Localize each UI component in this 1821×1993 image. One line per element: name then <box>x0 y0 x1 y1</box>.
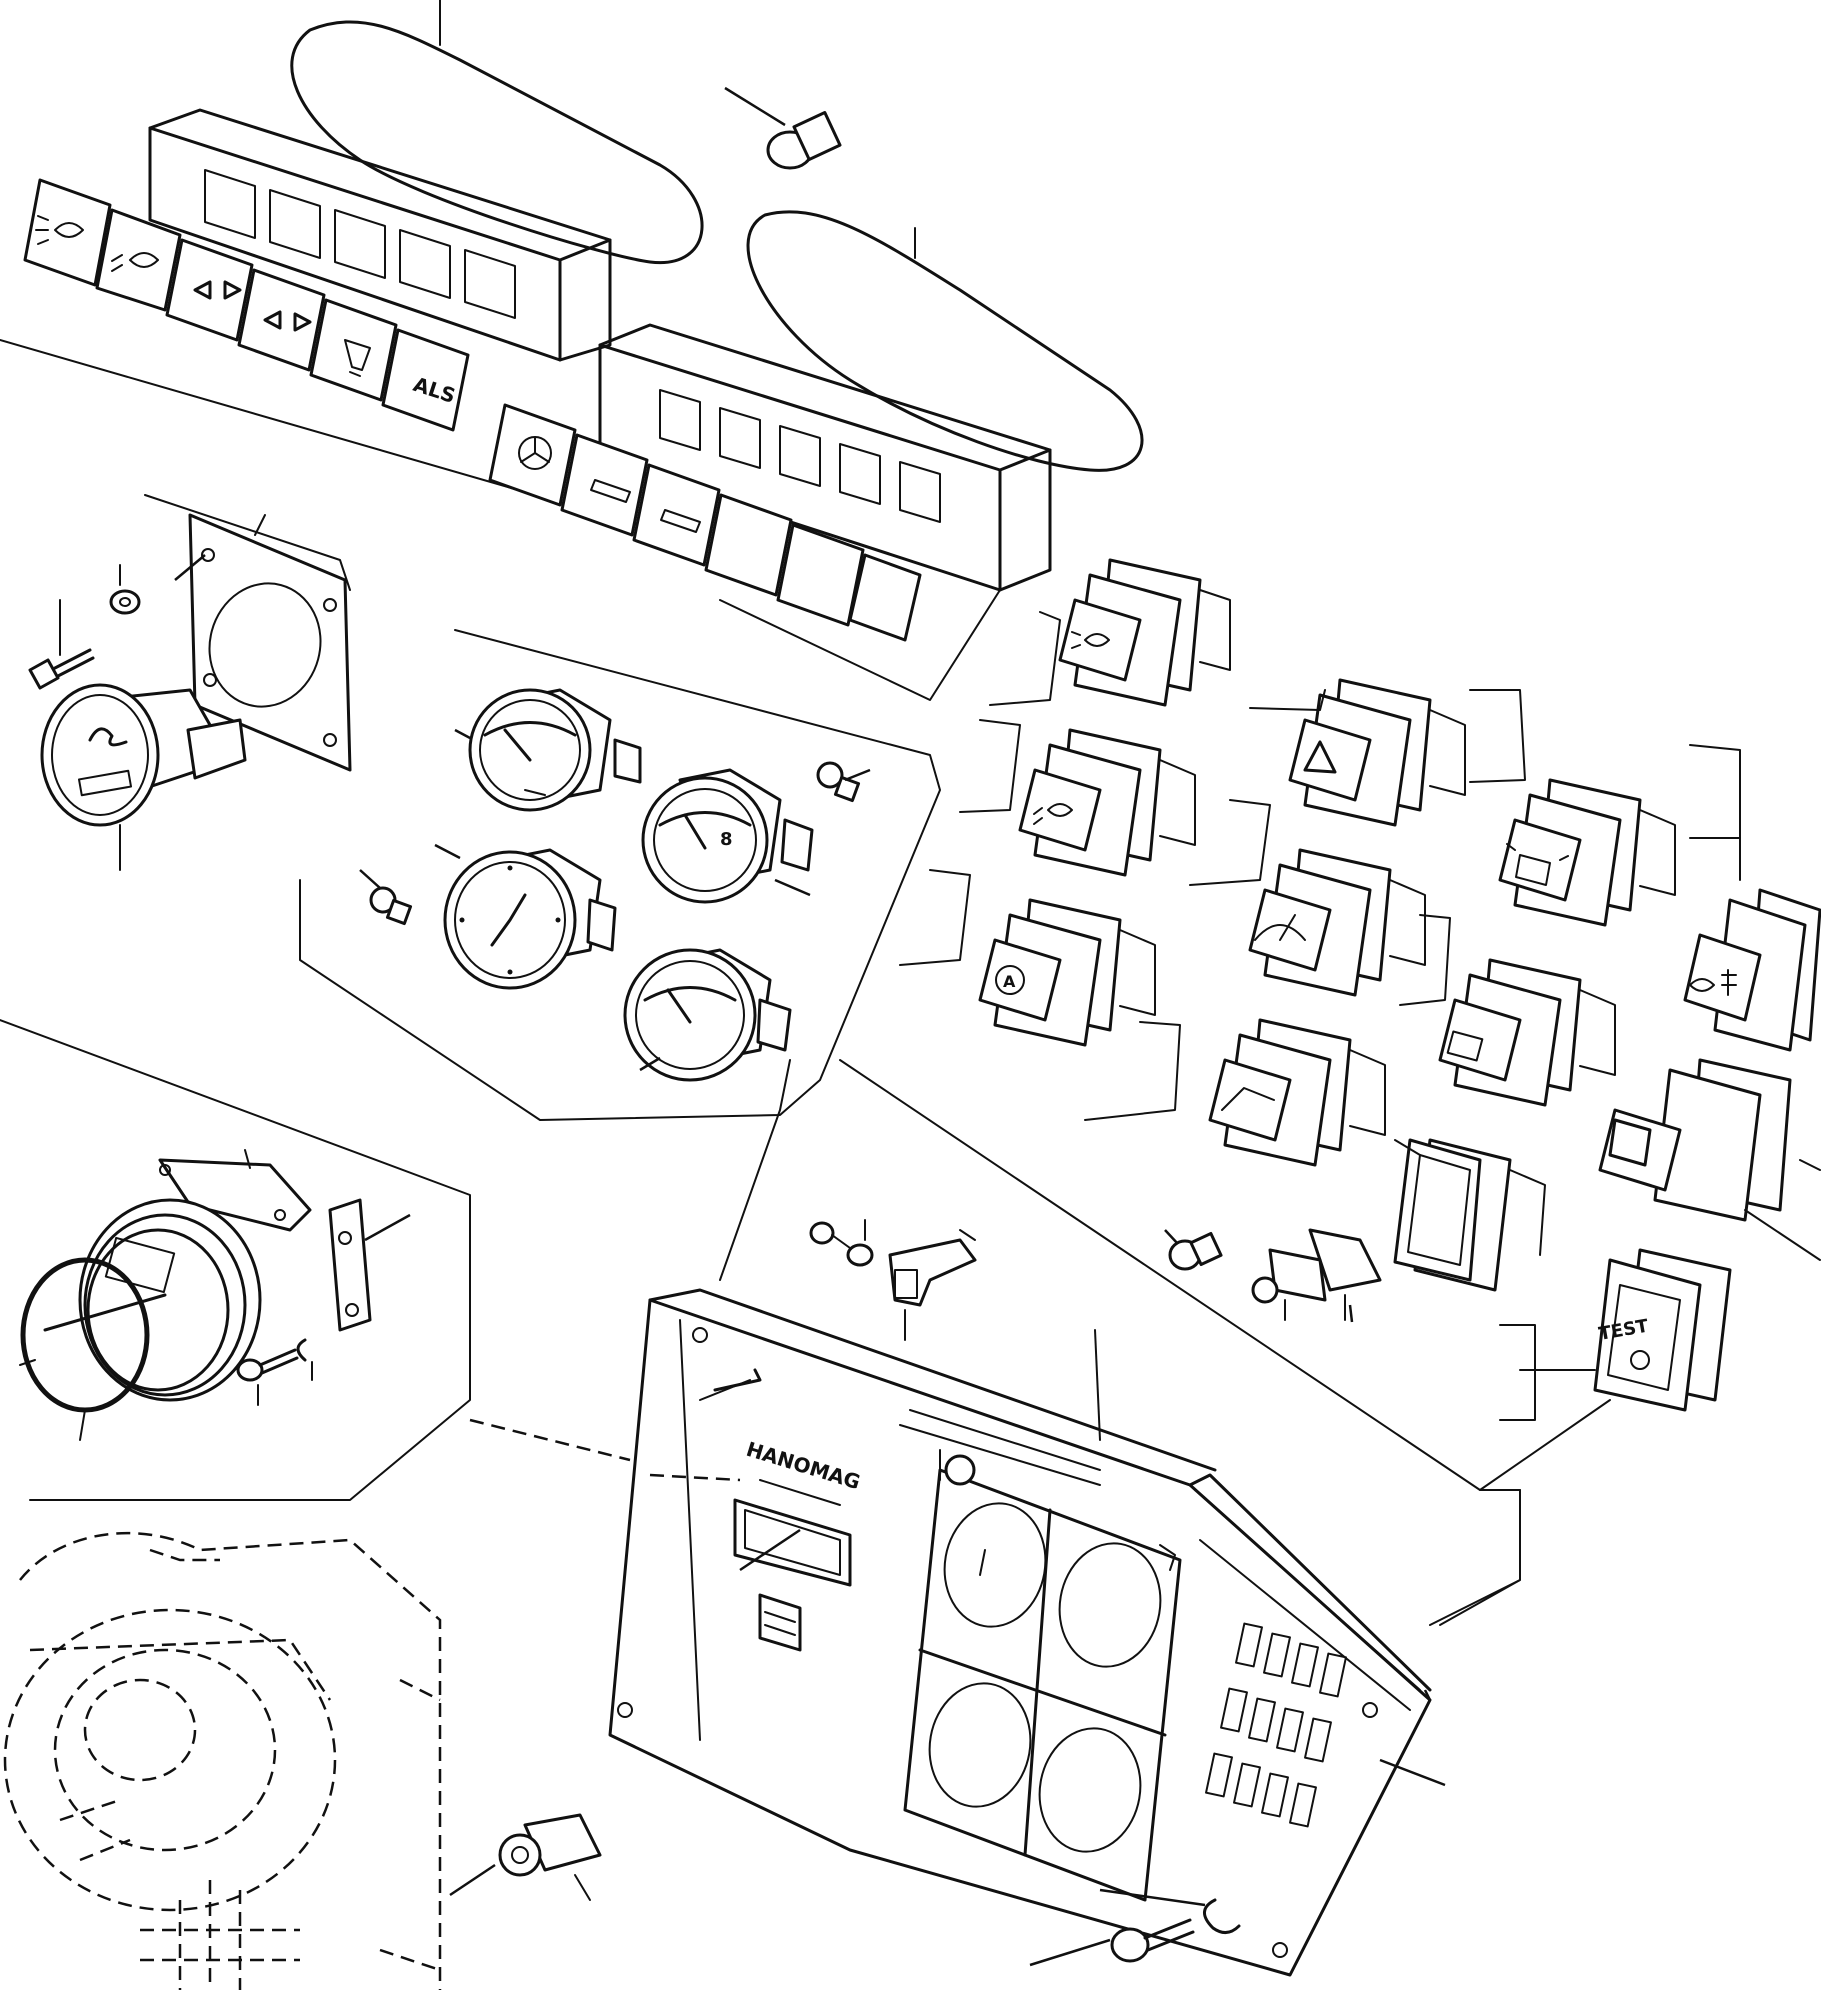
screw-small <box>236 1348 299 1406</box>
rocker-switch <box>1469 689 1676 927</box>
rocker-switch <box>1683 744 1821 1052</box>
tachometer-assembly <box>0 1019 471 1501</box>
mounting-bracket-small <box>328 1198 411 1332</box>
fuel-gauge: 8 <box>641 761 871 904</box>
bulb-small <box>816 761 871 803</box>
fuel-mark: 8 <box>720 829 733 850</box>
push-button-switch <box>1251 1228 1382 1323</box>
upper-left-switch-housing: ALS <box>0 108 761 561</box>
warning-light-window <box>758 1593 802 1652</box>
oval-gasket-right <box>746 210 1144 472</box>
lever-icon <box>590 479 631 503</box>
blank-switch <box>1393 1138 1546 1292</box>
switch-bank-cutouts <box>1194 1489 1421 1828</box>
mounting-flange-plate <box>144 494 352 772</box>
rocker-switch <box>959 719 1196 877</box>
rocker-switch-row-right <box>488 403 922 642</box>
leader-line-hour-meter <box>649 1473 741 1482</box>
lock-washer-bottom <box>1099 1888 1241 1934</box>
lamp-holder <box>809 1219 977 1341</box>
transmission-housing-dashed <box>3 1531 442 1990</box>
wiper-icon <box>1254 914 1306 941</box>
beacon-icon <box>344 339 371 377</box>
test-switch: TEST <box>1499 1248 1732 1421</box>
lever-icon <box>660 509 701 533</box>
hour-meter-gauge <box>40 683 247 871</box>
rocker-switch: A <box>899 869 1156 1047</box>
main-dashboard-panel: HANOMAG <box>608 1288 1521 1977</box>
rocker-switch <box>1399 914 1616 1107</box>
rocker-switch <box>1249 678 1466 827</box>
leader-line-tachometer <box>469 1418 631 1462</box>
steering-wheel-icon <box>518 436 552 470</box>
seat-icon <box>1221 1087 1275 1111</box>
hazard-triangle-icon <box>1303 740 1337 774</box>
bolt-small <box>28 599 95 690</box>
bulb-top <box>724 86 842 170</box>
oval-gasket-upper <box>290 20 704 265</box>
screw-bottom <box>1029 1918 1195 1967</box>
rocker-switch-row-upper: ALS <box>23 178 470 432</box>
work-light-icon <box>111 252 159 272</box>
warning-lamp-icon <box>1446 1030 1484 1062</box>
differential-lock-icon: A <box>995 965 1025 995</box>
pressure-gauge <box>623 948 792 1082</box>
svg-text:A: A <box>1003 972 1016 991</box>
bulb-small <box>359 869 413 926</box>
washer-small <box>109 564 141 615</box>
turn-signal-icon <box>193 280 242 300</box>
rocker-switch <box>989 558 1231 707</box>
work-light-icon <box>1033 803 1073 825</box>
hour-meter-window <box>733 1498 852 1587</box>
pressure-sender <box>449 1813 602 1901</box>
headlight-icon <box>1071 631 1110 649</box>
leader-line-gauges <box>719 1059 791 1281</box>
retaining-clamp <box>158 1149 312 1232</box>
beacon-icon <box>1506 843 1569 886</box>
rocker-switch <box>1598 1058 1821 1261</box>
bulb-small <box>1164 1229 1223 1271</box>
gauge-window-bulb <box>939 1449 976 1486</box>
right-switch-housing <box>488 323 1052 701</box>
clock-gauge <box>359 843 617 990</box>
fog-light-icon <box>1689 969 1737 996</box>
leader-line-switches <box>1094 1329 1101 1441</box>
lock-washer-small <box>296 1338 313 1381</box>
gauge-cluster: 8 <box>299 629 941 1121</box>
rocker-switch <box>1084 1018 1386 1167</box>
temperature-gauge <box>454 688 642 812</box>
headlight-icon <box>35 215 84 245</box>
gauge-window-frame <box>903 1468 1182 1902</box>
rocker-switch-panel-right: A <box>839 558 1821 1626</box>
turn-signal-icon <box>263 310 312 332</box>
housing-cell-row <box>204 169 516 319</box>
rocker-switch <box>1189 799 1426 997</box>
